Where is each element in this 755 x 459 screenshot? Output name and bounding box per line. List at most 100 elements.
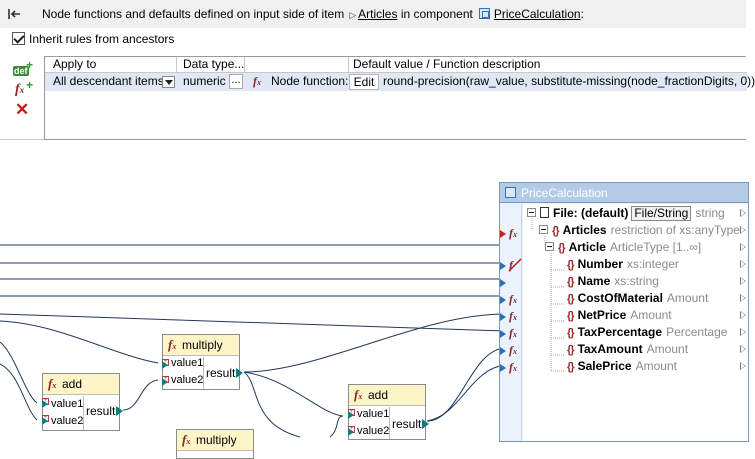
output-pin[interactable]	[740, 345, 746, 353]
function-add[interactable]: fx add + value1 + value2 result	[348, 384, 429, 440]
input-pin[interactable]	[42, 400, 48, 408]
connector-line	[426, 364, 506, 422]
function-title: fx multiply	[163, 335, 239, 356]
function-add[interactable]: fx add + value1 + value2 result	[42, 373, 123, 431]
function-icon[interactable]: fx	[509, 309, 517, 323]
output-pin[interactable]	[236, 368, 243, 378]
function-icon: fx	[168, 337, 177, 352]
function-title: fx add	[43, 374, 119, 395]
back-arrow-icon[interactable]	[6, 6, 22, 22]
input-pin[interactable]	[348, 411, 354, 419]
add-function-button[interactable]: fx+	[12, 78, 34, 98]
input-pin[interactable]	[500, 364, 506, 372]
output-pin[interactable]	[740, 362, 746, 370]
output-pin[interactable]	[740, 311, 746, 319]
output-pin[interactable]	[740, 328, 746, 336]
component-price-calculation[interactable]: PriceCalculation fx f fx fx fx fx fx	[499, 182, 749, 442]
column-default-value[interactable]: Default value / Function description	[353, 57, 541, 71]
plus-icon: +	[26, 78, 34, 92]
file-label: File: (default)	[553, 206, 629, 220]
connector-lines	[0, 244, 506, 438]
function-name: multiply	[196, 433, 237, 447]
output-pin[interactable]	[422, 419, 429, 429]
component-title-bar[interactable]: PriceCalculation	[500, 183, 748, 203]
input-pin[interactable]	[500, 279, 506, 287]
function-name: add	[368, 388, 389, 402]
input-label: value2	[51, 415, 84, 427]
data-type-value[interactable]: numeric	[183, 74, 226, 88]
output-pin[interactable]	[740, 243, 746, 251]
function-icon[interactable]: fx	[509, 343, 517, 357]
output-pin[interactable]	[740, 260, 746, 268]
input-pin[interactable]	[500, 313, 506, 321]
collapse-icon[interactable]	[527, 208, 536, 217]
output-pin[interactable]	[740, 226, 746, 234]
output-pin[interactable]	[740, 277, 746, 285]
collapse-icon[interactable]	[539, 225, 548, 234]
function-icon[interactable]: fx	[509, 226, 517, 240]
delete-rule-button[interactable]: ✕	[12, 100, 34, 119]
divider	[389, 407, 390, 439]
node-name: TaxAmount	[577, 342, 643, 356]
input-pin[interactable]	[500, 262, 506, 270]
inherit-rules-checkbox[interactable]: Inherit rules from ancestors	[12, 32, 174, 46]
input-pin[interactable]	[348, 428, 354, 436]
node-name: SalePrice	[577, 359, 632, 373]
mapping-canvas[interactable]: fx add + value1 + value2 result fx multi…	[0, 154, 749, 459]
item-link[interactable]: Articles	[358, 7, 398, 21]
node-type: Amount	[630, 308, 672, 322]
function-icon[interactable]: fx	[509, 360, 517, 374]
input-pin[interactable]	[162, 378, 168, 386]
chevron-down-icon[interactable]	[162, 76, 175, 88]
divider	[203, 357, 204, 389]
connector-line	[329, 415, 344, 438]
checkbox-checked-icon[interactable]	[12, 32, 25, 45]
collapse-icon[interactable]	[545, 242, 554, 251]
input-label: value1	[357, 408, 390, 420]
panel-header-text: Node functions and defaults defined on i…	[42, 7, 584, 21]
function-icon[interactable]: fx	[509, 292, 517, 306]
data-type-more-button[interactable]: ...	[229, 74, 243, 89]
file-string-button[interactable]: File/String	[631, 206, 692, 221]
connector-line	[122, 379, 159, 411]
apply-to-select[interactable]: All descendant items	[53, 74, 164, 88]
input-pin[interactable]	[500, 347, 506, 355]
connector-line	[0, 320, 159, 364]
function-multiply[interactable]: fx multiply	[176, 429, 254, 459]
function-icon[interactable]: fx	[509, 326, 517, 340]
output-pin[interactable]	[116, 406, 123, 416]
input-pin[interactable]	[500, 230, 506, 238]
input-pin[interactable]	[500, 330, 506, 338]
rules-grid: Apply to Data type... Default value / Fu…	[44, 56, 755, 140]
divider	[83, 396, 84, 430]
add-default-button[interactable]: def+	[12, 58, 34, 78]
input-pin[interactable]	[500, 296, 506, 304]
component-link[interactable]: PriceCalculation	[493, 7, 581, 21]
input-pin[interactable]	[42, 417, 48, 425]
function-name: multiply	[182, 338, 223, 352]
output-pin[interactable]	[740, 209, 746, 217]
node-type: restriction of xs:anyType	[610, 223, 740, 237]
grid-header: Apply to Data type... Default value / Fu…	[45, 57, 747, 73]
column-blank[interactable]	[245, 57, 349, 73]
column-data-type[interactable]: Data type...	[179, 57, 245, 73]
function-multiply[interactable]: fx multiply + value1 + value2 result	[162, 334, 243, 390]
edit-button[interactable]: Edit	[349, 74, 379, 90]
table-row[interactable]: All descendant items numeric ... fx Node…	[45, 73, 755, 91]
output-pin[interactable]	[740, 294, 746, 302]
column-apply-to[interactable]: Apply to	[49, 57, 177, 73]
input-pin[interactable]	[162, 361, 168, 369]
component-icon	[505, 187, 516, 198]
function-disabled-icon[interactable]: f	[508, 258, 522, 272]
